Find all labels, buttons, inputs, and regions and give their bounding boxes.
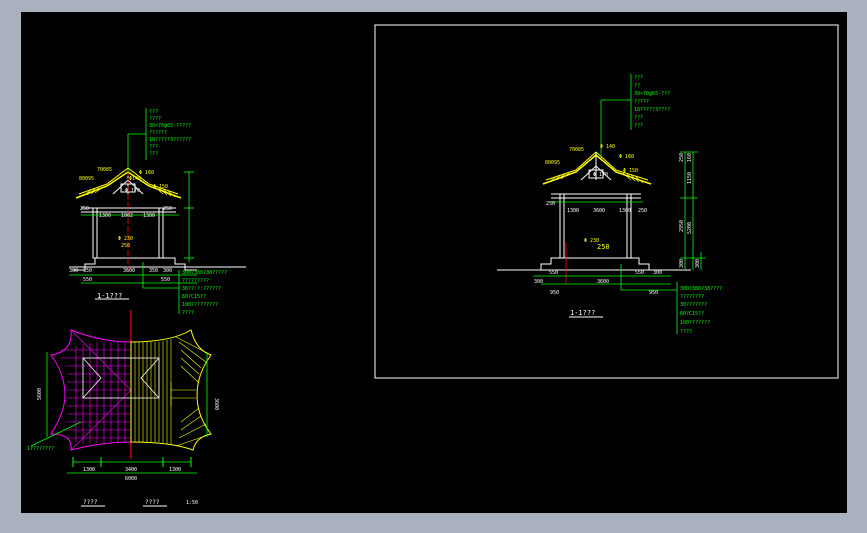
scale: 1:50: [186, 500, 198, 506]
dim-label: 250: [638, 208, 647, 214]
dim-label: 550: [83, 277, 92, 283]
foundation-note: 30??:?:??????: [182, 286, 221, 292]
foundation-note: 300?380?38?????: [182, 270, 227, 276]
dim-label: 300: [695, 259, 701, 268]
note-line: ???: [634, 115, 643, 121]
note-line: 30×70@65·???: [634, 91, 670, 97]
dim-label: 5600: [37, 388, 43, 400]
dim-label: 300: [163, 268, 172, 274]
dim-label: 3400: [125, 467, 137, 473]
dim-label: 70085: [97, 167, 112, 173]
foundation-note: 30???????: [680, 302, 707, 308]
right-section-dims: 70085 80095 Φ 140 Φ 160 Φ 150 Φ 170 Φ 23…: [534, 144, 701, 317]
dim-label: 300: [679, 259, 685, 268]
dim-label: 950: [649, 290, 658, 296]
dim-label: 350: [149, 268, 158, 274]
note-line: ??: [634, 83, 640, 89]
dim-label: Φ 140: [600, 144, 615, 150]
foundation-note: 300?380?38????: [680, 286, 722, 292]
dim-label: Φ 150: [623, 168, 638, 174]
note-line: ?????: [634, 99, 649, 105]
dim-label: Φ 230: [584, 238, 599, 244]
note-line: ??????: [149, 130, 167, 136]
caption: ????: [83, 499, 98, 506]
dim-label: Φ 150: [153, 184, 168, 190]
dim-label: 160: [687, 153, 693, 162]
viewport-frame[interactable]: [374, 24, 839, 379]
foundation-note: 100?????????: [182, 302, 218, 308]
dim-label: 300: [69, 268, 78, 274]
left-section-drawing: [69, 108, 246, 314]
dim-label: 1300: [619, 208, 631, 214]
roof-plan-texts: 1???????? 5600 3600 1300 3400 1300 6000 …: [27, 388, 219, 506]
dim-label: 350: [83, 268, 92, 274]
dim-label: 950: [550, 290, 559, 296]
dim-label: 550: [549, 270, 558, 276]
dim-label: Φ140: [129, 176, 141, 182]
dim-label: 250: [80, 206, 89, 212]
dim-label: 250: [163, 206, 172, 212]
dim-label: 250: [679, 153, 685, 162]
dim-label: 1300: [99, 213, 111, 219]
note-line: ????: [149, 116, 161, 122]
foundation-note: 60?C15??: [680, 311, 704, 317]
dim-label: 1300: [143, 213, 155, 219]
dim-label: 1300: [567, 208, 579, 214]
dim-label: 80095: [79, 176, 94, 182]
roof-plan-drawing: [30, 310, 212, 507]
dim-label: 3600: [213, 398, 219, 410]
note-line: ???: [149, 109, 158, 115]
dim-label: 5200: [687, 222, 693, 234]
dim-label: 3600: [597, 279, 609, 285]
dim-label: 1002: [121, 213, 133, 219]
foundation-note: ?????????: [182, 278, 209, 284]
dim-label: 80095: [545, 160, 560, 166]
cad-drawing-canvas[interactable]: ??? ???? 30×70@65·????? ?????? 18?????3?…: [21, 12, 847, 513]
note-line: ???: [149, 144, 158, 150]
note-line: ???: [634, 75, 643, 81]
dim-label: Φ 160: [139, 170, 154, 176]
foundation-note: ????: [182, 310, 194, 316]
dim-label: 1300: [83, 467, 95, 473]
dim-label: 70085: [569, 147, 584, 153]
dim-label: 3600: [593, 208, 605, 214]
dim-label: 300: [534, 279, 543, 285]
right-section-texts: ??? ?? 30×70@65·??? ????? 18?????3???? ?…: [634, 75, 722, 335]
dim-label: 300: [653, 270, 662, 276]
dim-label: 250: [597, 243, 610, 251]
dim-label: Φ 230: [118, 236, 133, 242]
section-title: 1-1???: [570, 309, 595, 317]
left-section-texts: ??? ???? 30×70@65·????? ?????? 18?????3?…: [149, 109, 227, 316]
dim-label: 1150: [687, 172, 693, 184]
caption: ????: [145, 499, 160, 506]
dim-label: 1300: [169, 467, 181, 473]
note-line: 18?????3????: [634, 107, 670, 113]
foundation-note: 60?C15??: [182, 294, 206, 300]
drawing-svg: ??? ???? 30×70@65·????? ?????? 18?????3?…: [27, 24, 839, 507]
note-line: 18?????3??????: [149, 137, 191, 143]
right-section-drawing: [497, 74, 706, 334]
dim-label: 250: [546, 201, 555, 207]
dim-label: 2950: [679, 220, 685, 232]
foundation-note: ????????: [680, 294, 704, 300]
note-line: ???: [149, 151, 158, 157]
foundation-note: 100???????: [680, 320, 710, 326]
dim-label: Φ 160: [619, 154, 634, 160]
dim-label: 6000: [125, 476, 137, 482]
dim-label: 250: [121, 243, 130, 249]
dim-label: 3600: [123, 268, 135, 274]
note-line: ???: [634, 123, 643, 129]
left-section-dims: Φ140 70085 80095 Φ 160 Φ 150 Φ 170 Φ 230…: [69, 167, 172, 300]
section-title: 1-1???: [97, 292, 122, 300]
dim-label: Φ 170: [593, 172, 608, 178]
note-line: 30×70@65·?????: [149, 123, 191, 129]
dim-label: Φ 170: [125, 188, 140, 194]
roof-note: 1????????: [27, 446, 54, 452]
dim-label: 550: [635, 270, 644, 276]
foundation-note: ????: [680, 329, 692, 335]
dim-label: 550: [161, 277, 170, 283]
